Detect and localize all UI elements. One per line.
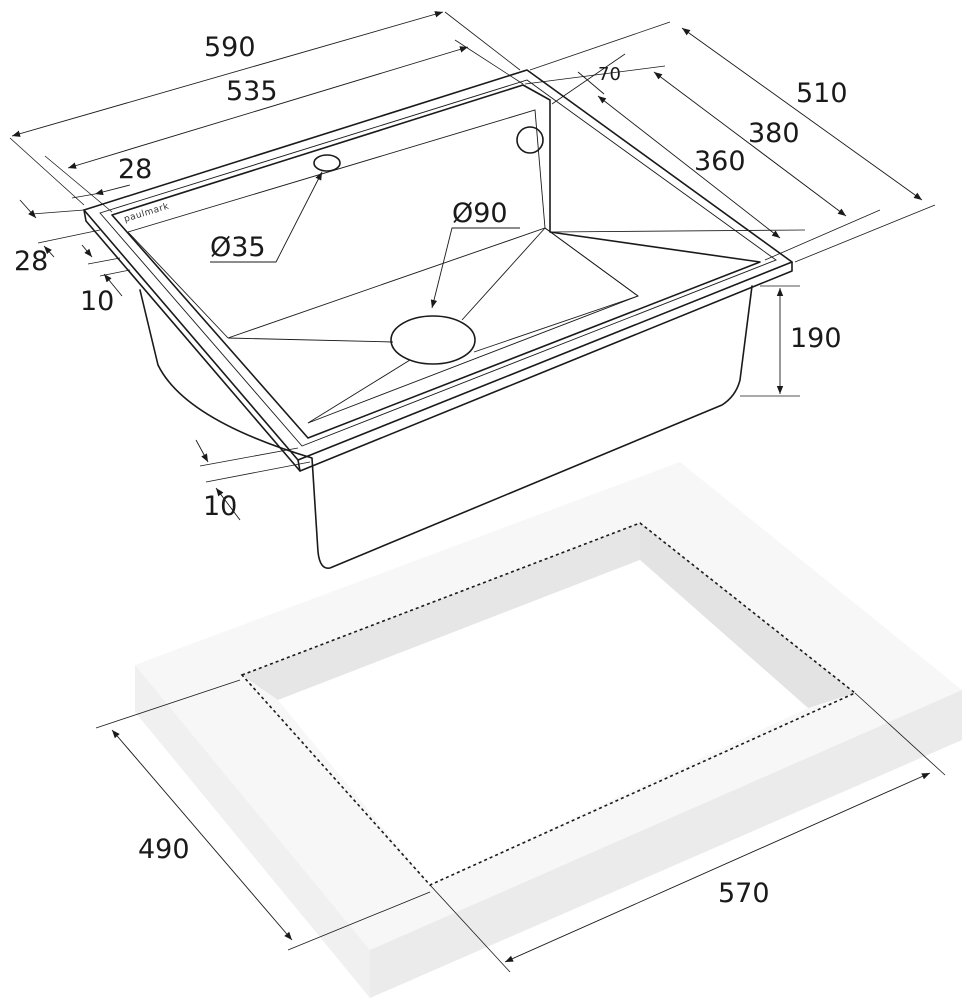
- label-bowl-height: 190: [790, 323, 842, 354]
- dim-line-570: [504, 772, 931, 963]
- drain-hole: [390, 315, 476, 365]
- cutout-inner-wall-back: [242, 523, 640, 700]
- sink-flange-inner: [99, 79, 777, 447]
- cutout-inner-wall-right: [640, 523, 855, 708]
- label-drain-diameter: Ø90: [452, 198, 508, 229]
- label-tap-hole-diameter: Ø35: [210, 232, 266, 263]
- dimension-lines: [9, 11, 946, 973]
- label-overall-depth: 510: [796, 78, 848, 109]
- label-cutout-width: 570: [718, 878, 770, 909]
- leader-tap-hole: [210, 171, 323, 263]
- sink-tub-body: [139, 285, 753, 569]
- dim-line-535: [67, 46, 469, 169]
- dim-line-28-top: [94, 184, 131, 196]
- label-tap-offset: 70: [598, 64, 621, 85]
- dim-line-10-upper: [81, 244, 93, 258]
- dim-line-360: [597, 95, 781, 239]
- label-edge-lower: 10: [203, 491, 237, 522]
- label-cutout-depth: 490: [138, 834, 190, 865]
- dim-line-10-lower: [195, 439, 209, 463]
- label-rim-depth: 380: [748, 118, 800, 149]
- label-overall-width: 590: [204, 32, 256, 63]
- dim-line-28-left: [19, 199, 37, 219]
- cutout-opening: [278, 560, 808, 885]
- tap-hole-right: [516, 126, 544, 154]
- label-flange-left: 28: [118, 154, 152, 185]
- label-bowl-rim-width: 535: [226, 76, 278, 107]
- countertop: [135, 462, 962, 998]
- flange-edge-corner: [297, 459, 301, 472]
- bowl-left-corner: [127, 231, 229, 339]
- label-flange-front: 28: [14, 246, 48, 277]
- dim-line-70: [577, 71, 605, 95]
- bowl-back-wall: [127, 109, 546, 233]
- bowl-bottom-edges: [227, 227, 639, 424]
- bowl-right-corner: [544, 227, 639, 297]
- dim-line-490: [111, 729, 293, 941]
- tap-hole-left: [313, 154, 341, 172]
- leader-drain: [430, 227, 520, 309]
- label-bowl-depth: 360: [694, 146, 746, 177]
- label-edge-front: 10: [80, 286, 114, 317]
- dimension-labels: 590 535 28 28 10 10 Ø35 Ø90 510 380 360 …: [14, 32, 848, 909]
- drain-channels: [227, 227, 639, 424]
- sink-flange-edge: [83, 209, 793, 472]
- cutout-outline: [240, 522, 857, 886]
